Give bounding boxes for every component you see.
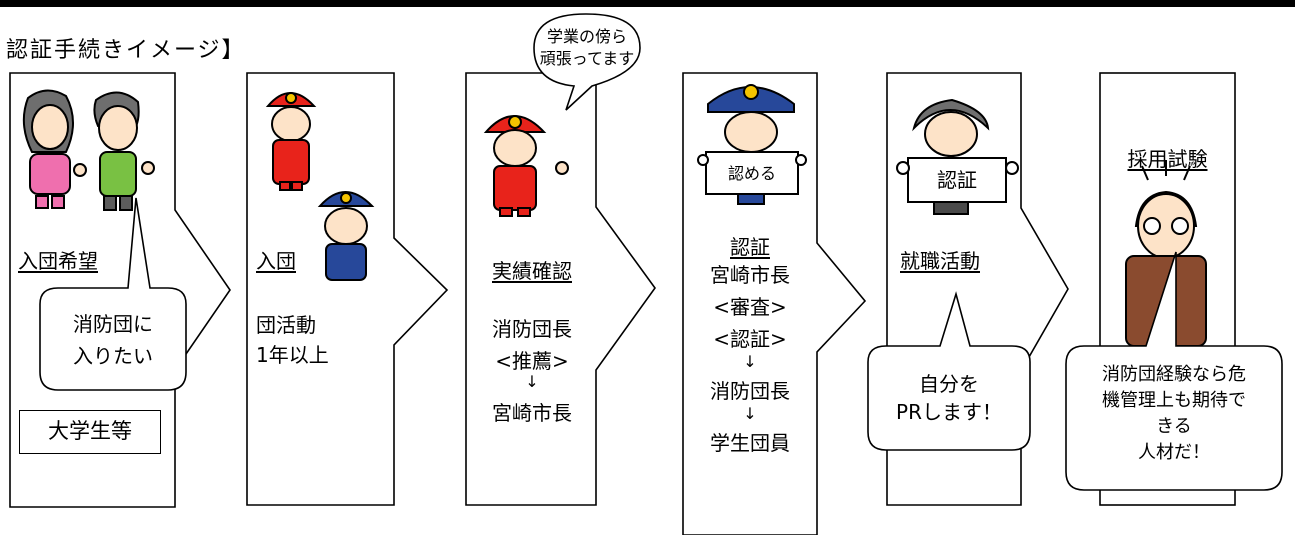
step5-bubble-line1: 自分を [919,372,979,396]
interviewer-illustration [1125,160,1207,347]
firefighter-illustration [483,115,569,217]
speech-bubble [1065,251,1283,491]
step2-line1: 団活動 [256,313,316,337]
step3-heading: 実績確認 [492,259,572,283]
step4-line3: <認証> [713,327,787,351]
step6-bubble-line1: 消防団経験なら危 [1102,364,1246,385]
step1-heading: 入団希望 [18,249,98,273]
step4-line2: <審査> [713,295,787,319]
people-illustration [22,89,155,211]
top-bar [0,0,1295,7]
step4-line4: 消防団長 [710,379,790,403]
step3-line1: 消防団長 [492,317,572,341]
firefighter-illustration [265,92,317,191]
step3-arrow: ↓ [525,372,539,391]
step4-heading: 認証 [730,235,770,259]
student-illustration [912,98,990,215]
step6-bubble-line2: 機管理上も期待で [1102,390,1246,411]
step6-heading: 採用試験 [1127,147,1208,171]
police-illustration [707,84,795,205]
police-illustration [317,191,375,281]
step2-line2: 1年以上 [256,343,329,367]
sign-board [896,157,1019,203]
step4-line1: 宮崎市長 [710,263,790,287]
step3-line3: 宮崎市長 [492,401,572,425]
page-title: 認証手続きイメージ】 [6,38,246,63]
speech-bubble [39,197,187,391]
step2-arrow-panel [246,72,449,506]
step1-bubble-line2: 入りたい [73,344,153,368]
step3-bubble-line2: 頑張ってます [539,49,635,68]
step2-heading: 入団 [256,249,296,273]
sign-text: 認める [727,164,776,183]
speech-bubble [867,291,1031,451]
student-label-box: 大学生等 [19,410,161,454]
step4-arrow1: ↓ [743,352,757,371]
step4-line5: 学生団員 [710,431,790,455]
step3-bubble-line1: 学業の傍ら [546,27,627,46]
step4-arrow2: ↓ [743,404,757,423]
step1-bubble-line1: 消防団に [73,312,153,336]
step6-bubble-line4: 人材だ！ [1138,442,1210,463]
step3-line2: <推薦> [495,349,569,373]
sign-text: 認証 [937,168,977,192]
speech-bubble [533,13,641,111]
step5-heading: 就職活動 [900,249,980,273]
step5-bubble-line2: PRします！ [896,400,1002,424]
step6-bubble-line3: きる [1156,416,1192,437]
sign-board [697,151,807,195]
step3-arrow-panel [465,72,656,506]
